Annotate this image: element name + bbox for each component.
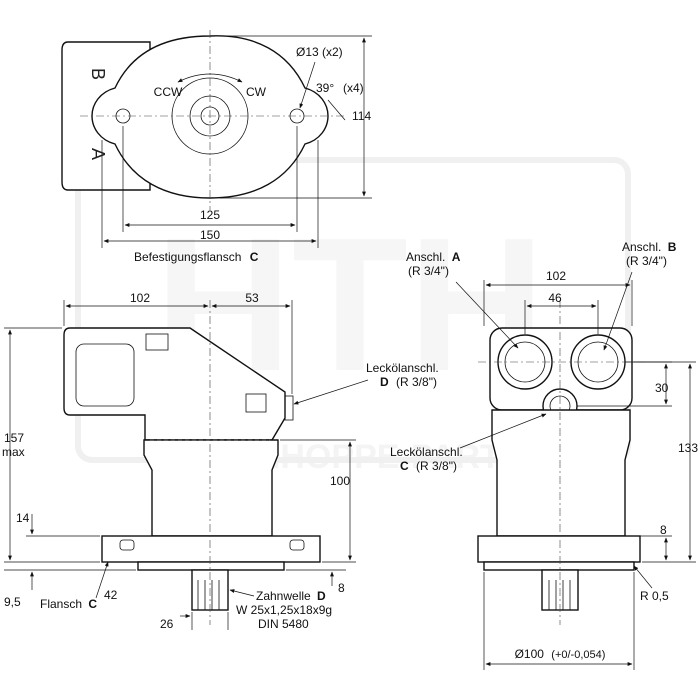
- front-bottom-dia: Ø100: [515, 647, 545, 661]
- front-dim-133: 133: [678, 441, 698, 455]
- side-leak-leader: [293, 379, 369, 405]
- side-flange-text: Flansch: [40, 597, 82, 611]
- angle-value: 39°: [316, 81, 334, 95]
- dim-150: 150: [200, 228, 220, 242]
- front-dim-30: 30: [655, 381, 669, 395]
- front-view: Anschl. A (R 3/4") Anschl. B (R 3/4") 10…: [390, 240, 698, 670]
- angle-count: (x4): [343, 81, 364, 95]
- front-radius-leader: [633, 565, 653, 589]
- front-leak-letter: C: [400, 459, 409, 473]
- side-pilot: [137, 561, 285, 571]
- mounting-flange-text: Befestigungsflansch: [134, 250, 241, 264]
- port-b-size: (R 3/4"): [626, 254, 667, 268]
- port-a-text: Anschl.: [406, 250, 445, 264]
- side-leak-spec: D (R 3/8"): [380, 375, 437, 389]
- top-view: B A CCW CW Ø13 (x2) 39° (x4) 114 125 150…: [61, 30, 372, 264]
- front-dim-46: 46: [548, 291, 562, 305]
- shaft-norm: DIN 5480: [258, 617, 309, 631]
- front-flange: [477, 535, 641, 563]
- side-dim-26: 26: [160, 617, 174, 631]
- shaft-leader: [229, 589, 255, 597]
- front-bottom-tol: (+0/-0,054): [551, 649, 605, 661]
- front-leak-leader: [459, 413, 547, 449]
- hole-leader: [299, 61, 316, 109]
- shaft-spec: W 25x1,25x18x9g: [236, 603, 332, 617]
- port-a-letter: A: [88, 148, 108, 160]
- side-leak-size: (R 3/8"): [396, 375, 437, 389]
- side-view: 102 53 Leckölanschl. D (R 3/8") 157 max …: [2, 291, 439, 631]
- side-dim-102: 102: [130, 291, 150, 305]
- side-dim-53: 53: [245, 291, 259, 305]
- side-dim-157: 157: [4, 431, 24, 445]
- port-b-letter: B: [668, 240, 677, 254]
- side-top-boss: [145, 333, 169, 351]
- front-leak-label: Leckölanschl.: [390, 445, 463, 459]
- port-a-label: Anschl. A: [406, 250, 461, 264]
- hole-diameter: Ø13 (x2): [296, 45, 343, 59]
- front-bottom-dim: Ø100 (+0/-0,054): [515, 647, 606, 661]
- side-dim-9-5: 9,5: [4, 595, 21, 609]
- dim-125: 125: [200, 208, 220, 222]
- side-dim-8: 8: [338, 581, 345, 595]
- side-flange-hole-right: [289, 539, 305, 551]
- front-lower-body: [491, 409, 631, 537]
- mounting-flange-letter: C: [250, 250, 259, 264]
- front-pilot: [483, 561, 635, 571]
- side-leak-letter: D: [380, 375, 389, 389]
- side-dim-14: 14: [16, 511, 30, 525]
- side-flange-label: Flansch C: [40, 597, 97, 611]
- side-dim-max: max: [2, 445, 25, 459]
- port-b-letter: B: [88, 68, 108, 80]
- front-radius: R 0,5: [640, 589, 669, 603]
- side-flange-letter: C: [88, 597, 97, 611]
- rotation-ccw: CCW: [154, 85, 183, 99]
- rotation-arrow: [177, 73, 243, 83]
- side-lower-body: [143, 439, 279, 537]
- side-flange: [101, 535, 321, 563]
- front-dim-8: 8: [660, 523, 667, 537]
- side-leak-fitting: [284, 395, 294, 421]
- port-b-text: Anschl.: [622, 240, 661, 254]
- port-a-letter: A: [452, 250, 461, 264]
- rotation-cw: CW: [246, 85, 267, 99]
- side-flange-leader: [95, 561, 109, 599]
- shaft-label-letter: D: [317, 589, 326, 603]
- front-leak-size: (R 3/8"): [416, 459, 457, 473]
- dim-114: 114: [352, 109, 371, 123]
- mounting-flange-label: Befestigungsflansch C: [134, 250, 259, 264]
- front-leak-spec: C (R 3/8"): [400, 459, 457, 473]
- port-b-label: Anschl. B: [622, 240, 677, 254]
- side-dim-42: 42: [104, 588, 118, 602]
- side-port-recess: [75, 343, 135, 407]
- front-dim-102: 102: [546, 269, 566, 283]
- angle-line: [327, 99, 346, 121]
- side-flange-hole-left: [119, 539, 135, 551]
- side-dim-100: 100: [330, 474, 350, 488]
- shaft-label-text: Zahnwelle: [256, 589, 311, 603]
- side-leak-label: Leckölanschl.: [366, 361, 439, 375]
- port-a-leader: [455, 281, 519, 349]
- watermark-frame: [75, 157, 631, 463]
- shaft-label: Zahnwelle D: [256, 589, 326, 603]
- port-a-size: (R 3/4"): [408, 264, 449, 278]
- side-leak-boss: [245, 393, 267, 413]
